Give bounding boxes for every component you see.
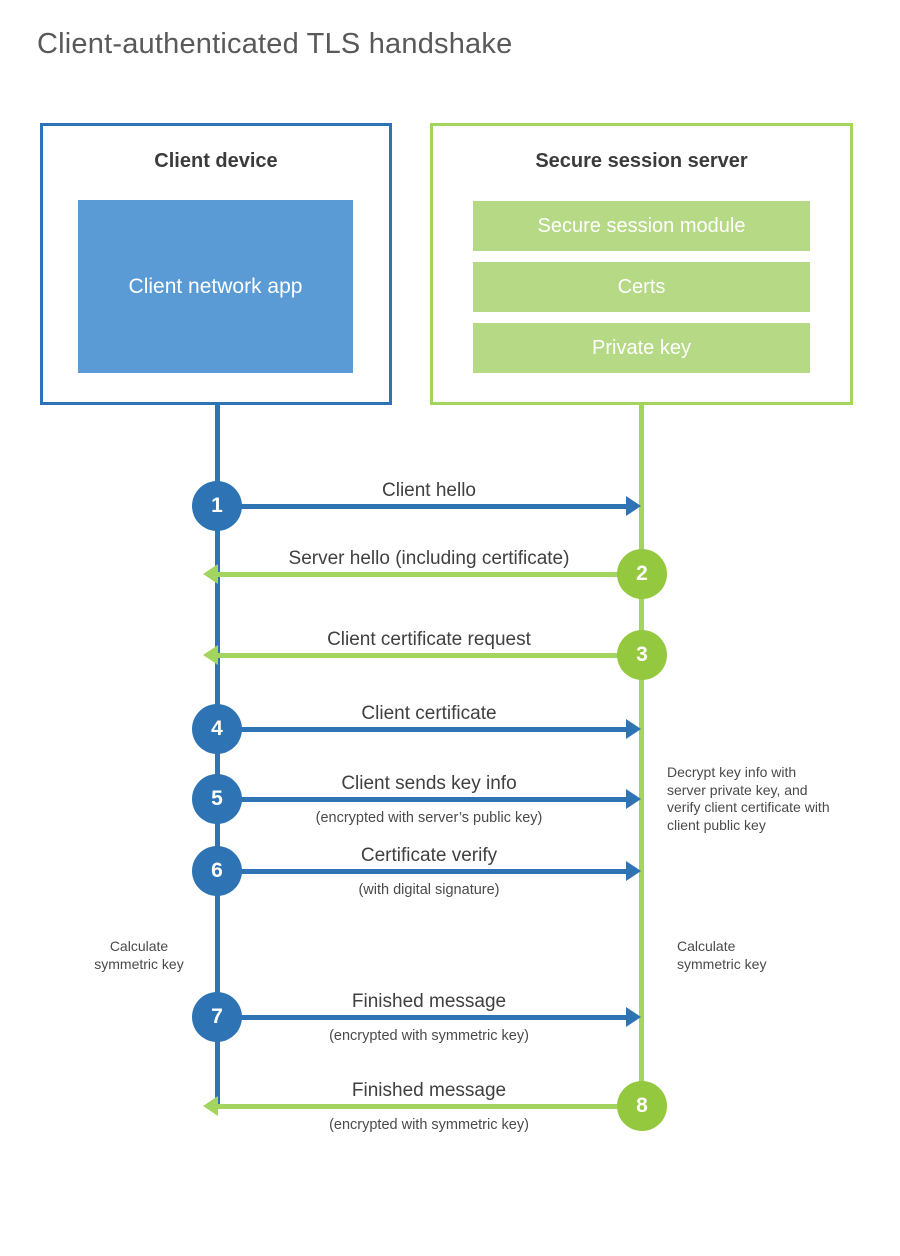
client-calculate-symmetric-key-note: Calculate symmetric key — [94, 938, 184, 972]
arrow-shaft-step-6 — [216, 869, 628, 874]
message-sub-finished-client: (encrypted with symmetric key) — [329, 1028, 529, 1044]
arrowhead-left-icon — [203, 645, 218, 665]
client-device-title: Client device — [154, 150, 278, 172]
step-circle-5: 5 — [192, 774, 242, 824]
arrowhead-right-icon — [626, 496, 641, 516]
message-label-client-cert-request: Client certificate request — [327, 629, 531, 650]
server-module-private-key: Private key — [473, 323, 810, 373]
message-label-client-hello: Client hello — [382, 480, 476, 501]
arrow-shaft-step-7 — [216, 1015, 628, 1020]
arrowhead-right-icon — [626, 1007, 641, 1027]
message-sub-certificate-verify: (with digital signature) — [358, 882, 500, 898]
arrowhead-right-icon — [626, 861, 641, 881]
arrow-shaft-step-4 — [216, 727, 628, 732]
message-label-server-hello: Server hello (including certificate) — [288, 548, 570, 569]
arrowhead-left-icon — [203, 1096, 218, 1116]
message-sub-finished-server: (encrypted with symmetric key) — [329, 1117, 529, 1133]
step-circle-3: 3 — [617, 630, 667, 680]
server-decrypt-note: Decrypt key info with server private key… — [667, 764, 830, 833]
step-circle-1: 1 — [192, 481, 242, 531]
message-label-finished-client: Finished message — [351, 991, 507, 1012]
server-module-certs: Certs — [473, 262, 810, 312]
step-circle-8: 8 — [617, 1081, 667, 1131]
arrowhead-left-icon — [203, 564, 218, 584]
step-circle-6: 6 — [192, 846, 242, 896]
step-circle-4: 4 — [192, 704, 242, 754]
message-label-finished-server: Finished message — [351, 1080, 507, 1101]
page-title: Client-authenticated TLS handshake — [37, 28, 513, 60]
secure-session-server-title: Secure session server — [535, 150, 748, 172]
arrow-shaft-step-8 — [218, 1104, 641, 1109]
step-circle-2: 2 — [617, 549, 667, 599]
step-circle-7: 7 — [192, 992, 242, 1042]
arrowhead-right-icon — [626, 719, 641, 739]
server-lifeline — [639, 404, 644, 1104]
client-network-app-label: Client network app — [128, 274, 303, 298]
server-module-secure-session: Secure session module — [473, 201, 810, 251]
arrow-shaft-step-2 — [218, 572, 641, 577]
arrowhead-right-icon — [626, 789, 641, 809]
arrow-shaft-step-5 — [216, 797, 628, 802]
server-calculate-symmetric-key-note: Calculate symmetric key — [677, 938, 767, 972]
arrow-shaft-step-3 — [218, 653, 641, 658]
client-lifeline — [215, 404, 220, 1109]
message-label-client-certificate: Client certificate — [361, 703, 497, 724]
client-network-app-box: Client network app — [78, 200, 353, 373]
message-label-certificate-verify: Certificate verify — [360, 845, 498, 866]
arrow-shaft-step-1 — [216, 504, 628, 509]
message-label-client-key-info: Client sends key info — [341, 773, 517, 794]
message-sub-client-key-info: (encrypted with server’s public key) — [315, 810, 543, 826]
